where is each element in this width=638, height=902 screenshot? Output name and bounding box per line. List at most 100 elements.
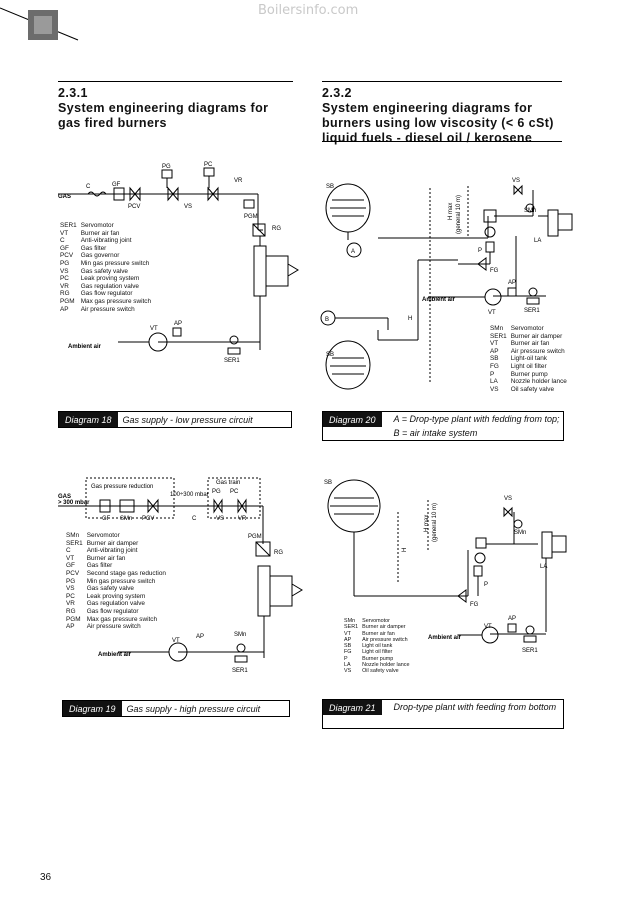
legend-code: SER1: [60, 222, 77, 229]
burner-head: [265, 255, 289, 287]
gas-filter-symbol: [113, 187, 125, 201]
legend-description: Light oil filter: [362, 649, 393, 656]
legend-code: PG: [60, 259, 70, 267]
section-231-title: 2.3.1 System engineering diagrams for ga…: [58, 86, 273, 131]
d19-caption-tag: Diagram 19: [63, 701, 122, 716]
watermark: Boilersinfo.com: [258, 3, 359, 18]
tank-b: [325, 340, 371, 390]
d20-label-la: LA: [534, 238, 541, 244]
legend-code: VR: [60, 282, 69, 290]
d18-label-ap: AP: [174, 321, 182, 327]
section-231-text: System engineering diagrams for gas fire…: [58, 101, 269, 130]
legend-description: Gas governor: [80, 252, 120, 260]
d19-label-vs: VS: [216, 516, 224, 522]
corner-logo: [0, 7, 79, 41]
gas-governor-symbol: [129, 186, 141, 202]
d20-label-hmax: H max: [448, 203, 454, 220]
d21-label-hmax2: (general 10 m): [432, 503, 438, 542]
rule-232-bottom: [322, 141, 562, 142]
legend-code: SB: [344, 643, 352, 650]
legend-code: PCV: [66, 569, 80, 577]
rule-231: [58, 81, 293, 82]
legend-code: VS: [490, 385, 499, 393]
legend-code: P: [344, 655, 348, 662]
legend-description: Gas safety valve: [80, 267, 128, 275]
d21-label-la: LA: [540, 564, 547, 570]
diagram-20: SB SB H max (general 10 m) A B VS SMn LA…: [320, 178, 573, 390]
d18-label-c: C: [86, 184, 91, 190]
d19-label-vr: VR: [238, 516, 247, 522]
legend-description: Burner air fan: [510, 340, 550, 348]
legend-code: SMn: [344, 618, 356, 624]
label-a-circle: [346, 242, 362, 258]
d21-label-hmax: H max: [424, 515, 430, 532]
d18-caption-tag: Diagram 18: [59, 412, 118, 427]
d19-label-vt: VT: [172, 638, 180, 644]
legend-code: VS: [66, 585, 75, 593]
d20-label-h: H: [408, 316, 412, 322]
d18-label-gf: GF: [112, 182, 121, 188]
legend-description: Light-oil tank: [510, 355, 547, 363]
legend-code: LA: [344, 662, 351, 669]
d19-label-gf: GF: [102, 516, 111, 522]
legend-description: Anti-vibrating joint: [86, 547, 138, 555]
legend-code: AP: [66, 623, 75, 631]
legend-code: PGM: [66, 615, 81, 623]
legend-code: LA: [490, 378, 498, 386]
legend-code: PC: [60, 275, 69, 283]
d20-label-vt: VT: [488, 310, 496, 316]
legend-description: Servomotor: [80, 222, 114, 229]
d21-caption-text: Drop-type plant with feeding from bottom: [393, 702, 557, 712]
legend-code: AP: [344, 636, 352, 643]
d20-label-b: B: [325, 317, 329, 323]
legend-description: Max gas pressure switch: [80, 297, 152, 305]
legend-description: Leak proving system: [86, 592, 146, 600]
legend-description: Burner pump: [362, 655, 394, 662]
legend-description: Burner air damper: [510, 332, 563, 340]
d21-label-vt: VT: [484, 624, 492, 630]
legend-description: Air pressure switch: [80, 305, 135, 313]
d18-caption: Diagram 18 Gas supply - low pressure cir…: [58, 411, 292, 428]
legend-description: Nozzle holder lance: [362, 662, 410, 669]
d20-caption-text: A = Drop-type plant with fedding from to…: [393, 414, 560, 438]
legend-description: Servomotor: [362, 618, 390, 624]
d19-label-smn2: SMn: [234, 632, 246, 638]
d18-label-pgm: PGM: [244, 214, 258, 220]
legend-code: RG: [60, 290, 70, 298]
d20-label-p: P: [478, 248, 482, 254]
d19-label-smn: SMn: [120, 516, 132, 522]
legend-description: Burner pump: [510, 370, 548, 378]
d20-label-sb2: SB: [326, 352, 334, 358]
legend-code: PC: [66, 592, 75, 600]
legend-description: Light oil filter: [510, 362, 547, 370]
d21-caption-tag: Diagram 21: [323, 700, 382, 715]
legend-row: PC Leak proving system: [66, 593, 166, 601]
legend-code: SMn: [490, 325, 504, 332]
legend-description: Gas flow regulator: [80, 290, 133, 298]
d18-label-pg: PG: [162, 164, 171, 170]
d20-label-sb: SB: [326, 184, 334, 190]
d20-label-a: A: [351, 249, 355, 255]
legend-description: Min gas pressure switch: [86, 577, 156, 585]
legend-code: SER1: [66, 539, 83, 547]
legend-description: Gas regulation valve: [86, 600, 145, 608]
d21-label-ap: AP: [508, 616, 516, 622]
legend-code: C: [60, 237, 65, 245]
